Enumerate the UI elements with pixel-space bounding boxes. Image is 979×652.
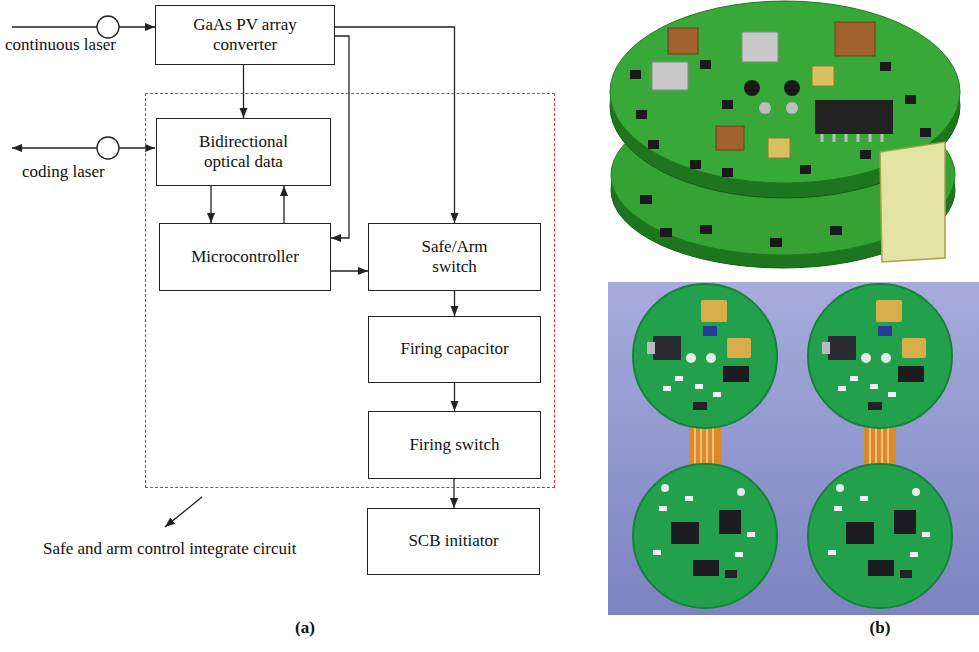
box-label: Bidirectional optical data [176, 132, 311, 173]
connector-arrow [453, 479, 454, 508]
smd-part [830, 226, 842, 235]
process-box: Bidirectional optical data [156, 118, 331, 186]
box-label: SCB initiator [408, 531, 498, 551]
smd-part [640, 195, 652, 204]
process-box: GaAs PV array converter [155, 5, 335, 65]
pcb-bottom-board [808, 464, 952, 608]
smd-part [700, 60, 711, 69]
box-label: Firing capacitor [400, 339, 508, 359]
smd-part [660, 228, 672, 237]
inductor [742, 32, 778, 62]
capacitor [716, 126, 744, 150]
smd-part [700, 225, 712, 234]
capacitor [768, 138, 790, 158]
pcb-top-board [808, 284, 952, 428]
process-box: SCB initiator [367, 508, 540, 575]
smd-part [690, 160, 701, 169]
ic-chip [815, 100, 893, 134]
process-box: Firing switch [368, 411, 541, 479]
pcb-bottom-board [633, 464, 777, 608]
smd-part [722, 168, 733, 177]
connector-arrow [331, 270, 368, 271]
connector-arrow [243, 65, 244, 118]
fiber-symbol [97, 16, 119, 38]
signal-label: continuous laser [5, 35, 116, 55]
via-pad [759, 102, 771, 114]
smd-part [648, 140, 659, 149]
panel-label: (b) [870, 618, 891, 638]
connector-arrow [283, 186, 284, 223]
ic-pins [822, 134, 882, 142]
smd-part [905, 95, 916, 104]
pcb-top-board [633, 284, 777, 428]
via-pad [786, 102, 798, 114]
connector-arrow [210, 186, 211, 223]
connector-arrow [454, 291, 455, 316]
smd-part [636, 110, 647, 119]
smd-part [630, 70, 641, 79]
subsystem-boundary: Safe and arm control integrate circuitBi… [145, 93, 555, 488]
pcb-3d-render [610, 1, 960, 268]
fiber-symbol [97, 137, 119, 159]
laser-arrow [12, 26, 155, 27]
capacitor [812, 66, 834, 86]
pcb-photo [608, 282, 979, 615]
box-label: Safe/Arm switch [410, 237, 500, 278]
laser-arrow [12, 147, 155, 148]
capacitor [835, 22, 875, 56]
smd-part [860, 150, 871, 159]
box-label: GaAs PV array converter [175, 15, 315, 56]
process-box: Safe/Arm switch [368, 223, 541, 291]
smd-part [800, 165, 811, 174]
connector-bracket [880, 142, 945, 262]
panel-label: (a) [295, 618, 315, 638]
connector-arrow [454, 383, 455, 411]
connector-arrow [331, 36, 349, 238]
photo-background [608, 282, 979, 615]
box-label: Microcontroller [191, 247, 299, 267]
process-box: Firing capacitor [368, 316, 541, 383]
signal-label: coding laser [22, 162, 105, 182]
smd-part [880, 62, 891, 71]
leader-arrow [165, 497, 202, 527]
smd-part [920, 128, 931, 137]
box-label: Firing switch [409, 435, 499, 455]
smd-part [770, 238, 782, 247]
inductor [652, 62, 688, 90]
group-label: Safe and arm control integrate circuit [43, 539, 296, 559]
capacitor [668, 28, 698, 54]
process-box: Microcontroller [159, 223, 331, 291]
diode [744, 80, 760, 96]
smd-part [722, 100, 733, 109]
diode [784, 80, 800, 96]
connector-arrow [335, 27, 455, 223]
